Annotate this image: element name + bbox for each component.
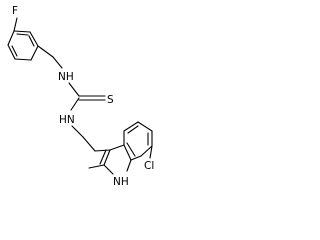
bond-group <box>7 17 153 175</box>
bond <box>140 145 153 157</box>
bond <box>37 45 54 58</box>
indole-nh-label: NH <box>113 176 129 188</box>
bond <box>126 159 132 172</box>
bond <box>94 149 111 152</box>
bond <box>149 145 153 159</box>
bond <box>130 155 142 161</box>
amine-lower-label: HN <box>59 114 75 126</box>
bond <box>11 45 18 57</box>
bond <box>103 149 111 166</box>
bond <box>103 164 114 175</box>
bond <box>30 45 39 61</box>
bond <box>126 142 136 157</box>
bond <box>123 144 132 161</box>
bond <box>99 149 107 165</box>
bond <box>7 30 15 46</box>
fluorine-label: F <box>12 5 18 17</box>
bond <box>70 97 80 111</box>
bond <box>82 136 96 152</box>
bond <box>137 121 153 132</box>
bond <box>52 56 63 69</box>
chemical-structure: F NH S HN Cl NH <box>7 5 154 188</box>
amine-upper-label: NH <box>58 71 74 83</box>
atom-label-group: F NH S HN Cl NH <box>12 5 154 188</box>
bond <box>109 144 125 151</box>
bond <box>28 35 35 47</box>
bond <box>14 58 32 61</box>
bond <box>7 44 16 60</box>
bond <box>13 17 18 32</box>
bond <box>88 164 105 169</box>
chlorine-label: Cl <box>144 160 154 172</box>
bond <box>123 121 139 132</box>
bond <box>16 33 29 36</box>
thio-sulfur-label: S <box>107 94 114 106</box>
bond <box>127 125 139 134</box>
bond <box>29 31 39 47</box>
bond <box>68 82 80 97</box>
bond <box>13 30 31 33</box>
bond <box>71 125 84 138</box>
